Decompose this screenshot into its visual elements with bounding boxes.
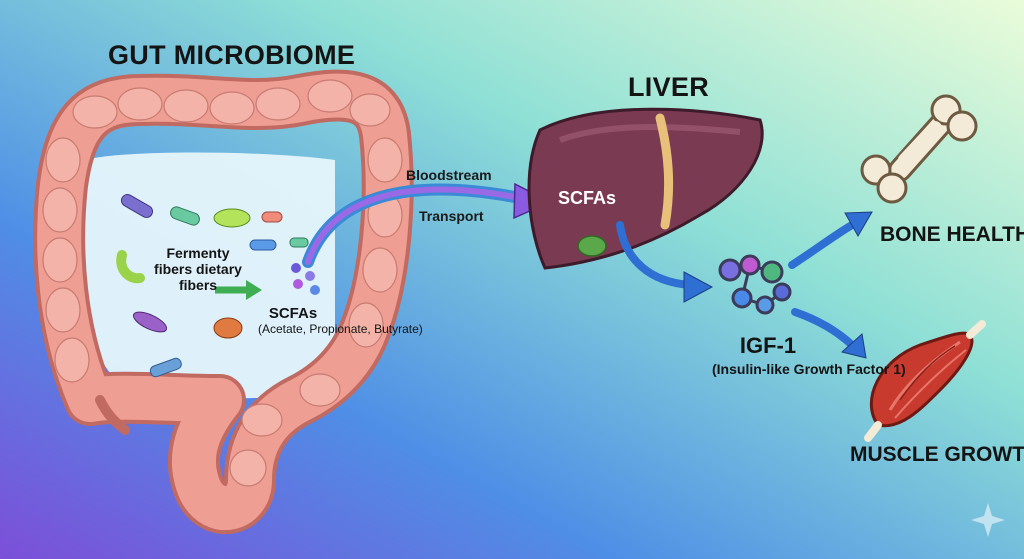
gut-scfa-molecules-icon xyxy=(291,263,320,295)
intestine-illustration xyxy=(33,69,414,534)
bacterium-rod-icon xyxy=(120,194,154,218)
bacterium-oval-icon xyxy=(213,208,251,228)
igf-to-muscle-arrow xyxy=(791,308,856,349)
bacterium-spiky-icon xyxy=(213,317,243,339)
igf1-subtitle: (Insulin-like Growth Factor 1) xyxy=(712,361,906,377)
transport-label: Transport xyxy=(419,208,484,224)
bacterium-rod-icon xyxy=(249,239,277,251)
liver-to-igf-arrow xyxy=(616,221,694,289)
bone-health-label: BONE HEALTH xyxy=(880,223,1024,246)
bloodstream-label: Bloodstream xyxy=(406,167,492,183)
igf1-label: IGF-1 (Insulin-like Growth Factor 1) xyxy=(712,333,906,378)
fermentation-arrow-head xyxy=(246,280,262,300)
liver-illustration xyxy=(527,107,764,270)
bloodstream-arrow xyxy=(302,183,526,268)
liver-to-igf-arrow-head xyxy=(683,271,714,303)
gut-microbiome-title: GUT MICROBIOME xyxy=(108,40,356,70)
bacterium-rod-icon xyxy=(261,211,283,223)
gallbladder-icon xyxy=(577,235,607,257)
igf-to-bone-arrow-head xyxy=(844,211,873,238)
igf1-title: IGF-1 xyxy=(739,333,797,358)
igf1-molecule-icon xyxy=(718,254,792,315)
gut-bacteria-group xyxy=(116,194,309,378)
muscle-growth-label: MUSCLE GROWTH xyxy=(850,443,1024,466)
gut-scfa-types: (Acetate, Propionate, Butyrate) xyxy=(258,322,423,336)
liver-scfa-label: SCFAs xyxy=(558,188,617,208)
bone-icon xyxy=(860,94,978,204)
igf-to-bone-arrow xyxy=(788,221,856,269)
bacterium-oval-icon xyxy=(132,311,168,333)
bacterium-curved-icon xyxy=(116,250,145,284)
bacterium-rod-icon xyxy=(289,237,309,248)
bacterium-rod-icon xyxy=(170,206,200,226)
muscle-icon xyxy=(864,320,986,442)
fermentation-label: Fermenty fibers dietary fibers xyxy=(154,245,242,293)
gut-scfa-label: SCFAs (Acetate, Propionate, Butyrate) xyxy=(258,305,423,336)
bloodstream-arrow-inner xyxy=(305,186,523,265)
igf-to-muscle-arrow-head xyxy=(840,333,867,359)
liver-title: LIVER xyxy=(628,72,710,102)
bacterium-rod-icon xyxy=(149,357,182,378)
gut-scfa-title: SCFAs xyxy=(268,305,318,322)
sparkle-watermark-icon xyxy=(971,503,1005,537)
